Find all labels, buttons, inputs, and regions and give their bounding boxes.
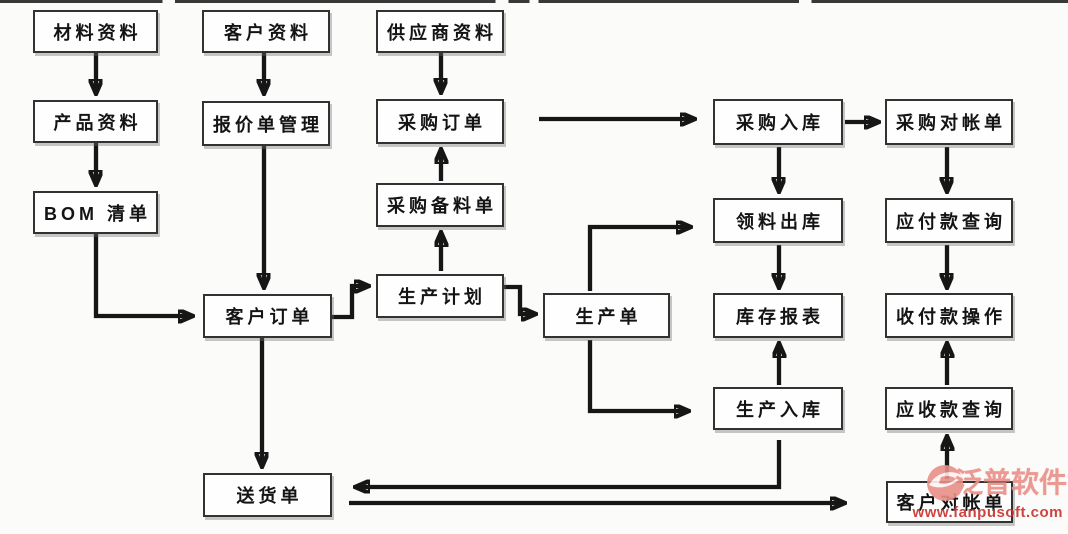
node-purchase-prep-list: 采购备料单: [376, 183, 504, 227]
node-payable-inquiry: 应付款查询: [885, 198, 1013, 243]
node-customer-statement-label: 客户对帐单: [896, 493, 1007, 513]
node-customer-statement: 客户对帐单: [886, 481, 1013, 523]
node-inventory-report: 库存报表: [713, 293, 843, 338]
node-bom-list: BOM 清单: [33, 191, 158, 234]
node-inventory-report-label: 库存报表: [736, 306, 824, 327]
node-quotation-mgmt: 报价单管理: [202, 101, 330, 146]
node-production-inbound: 生产入库: [713, 387, 843, 430]
node-material-outbound-label: 领料出库: [736, 211, 824, 232]
node-production-order: 生产单: [543, 293, 670, 338]
node-customer-order: 客户订单: [203, 294, 332, 338]
node-purchase-inbound-label: 采购入库: [736, 113, 824, 133]
node-purchase-inbound: 采购入库: [713, 99, 843, 145]
node-material-outbound: 领料出库: [713, 198, 843, 243]
node-payment-receipt-op: 收付款操作: [885, 293, 1013, 338]
edge-production-order-to-prod-inbound: [587, 340, 688, 411]
node-material-data-label: 材料资料: [53, 22, 142, 43]
node-supplier-data: 供应商资料: [376, 10, 504, 53]
edge-prod-inbound-to-delivery: [356, 440, 782, 487]
node-payment-receipt-op-label: 收付款操作: [896, 306, 1006, 327]
node-customer-data: 客户资料: [202, 10, 330, 53]
node-payable-inquiry-label: 应付款查询: [896, 211, 1006, 232]
node-receivable-inquiry-label: 应收款查询: [896, 399, 1006, 420]
node-product-data-label: 产品资料: [53, 112, 142, 133]
node-purchase-order: 采购订单: [376, 99, 504, 144]
top-crop-band: [0, 0, 1068, 3]
edge-customer-order-to-plan: [332, 286, 368, 320]
node-delivery-note: 送货单: [203, 473, 332, 517]
node-customer-data-label: 客户资料: [224, 22, 312, 43]
edge-plan-to-production-order: [504, 284, 535, 314]
node-receivable-inquiry: 应收款查询: [885, 387, 1013, 430]
node-production-order-label: 生产单: [575, 306, 642, 327]
node-customer-order-label: 客户订单: [225, 307, 314, 327]
node-production-plan: 生产计划: [376, 274, 504, 318]
node-purchase-prep-list-label: 采购备料单: [387, 196, 497, 216]
node-bom-list-label: BOM 清单: [44, 203, 151, 224]
node-material-data: 材料资料: [33, 10, 158, 53]
node-purchase-statement: 采购对帐单: [885, 99, 1013, 145]
node-delivery-note-label: 送货单: [236, 486, 303, 506]
node-product-data: 产品资料: [33, 100, 158, 143]
edge-bom-to-customer-order: [93, 234, 192, 316]
node-production-plan-label: 生产计划: [398, 287, 486, 307]
node-production-inbound-label: 生产入库: [736, 399, 824, 420]
node-purchase-order-label: 采购订单: [398, 112, 486, 133]
node-purchase-statement-label: 采购对帐单: [896, 113, 1006, 133]
node-quotation-mgmt-label: 报价单管理: [213, 114, 323, 135]
node-supplier-data-label: 供应商资料: [387, 22, 497, 43]
edge-production-order-to-outbound: [587, 227, 690, 291]
